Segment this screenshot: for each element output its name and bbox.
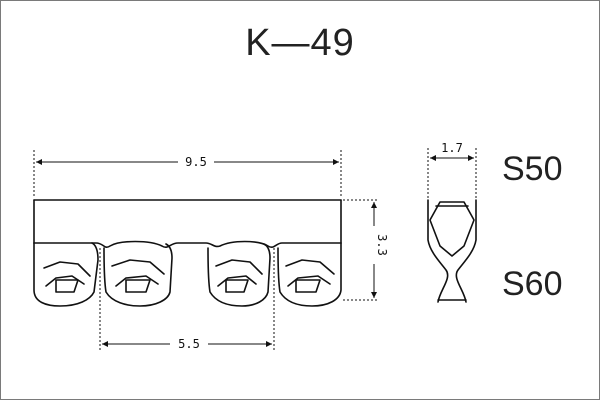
grade-label-upper: S50: [502, 150, 563, 188]
strip-lobes: [33, 242, 342, 307]
arrow-thickness-left: [430, 155, 436, 161]
strip-body: [33, 199, 342, 249]
arrow-height-top: [371, 202, 377, 208]
arrow-pitch-left: [102, 341, 108, 347]
thickness-label: 1.7: [441, 141, 463, 155]
arrow-overall-right: [333, 159, 339, 165]
arrow-height-bottom: [371, 292, 377, 298]
arrow-thickness-right: [468, 155, 474, 161]
pitch-label: 5.5: [178, 337, 200, 351]
arrow-overall-left: [36, 159, 42, 165]
part-number-title: K—49: [245, 22, 355, 64]
arrow-pitch-right: [266, 341, 272, 347]
overall-length-label: 9.5: [185, 155, 207, 169]
grade-label-lower: S60: [502, 265, 563, 303]
cross-section: [427, 199, 477, 303]
height-label: 3.3: [375, 234, 389, 256]
